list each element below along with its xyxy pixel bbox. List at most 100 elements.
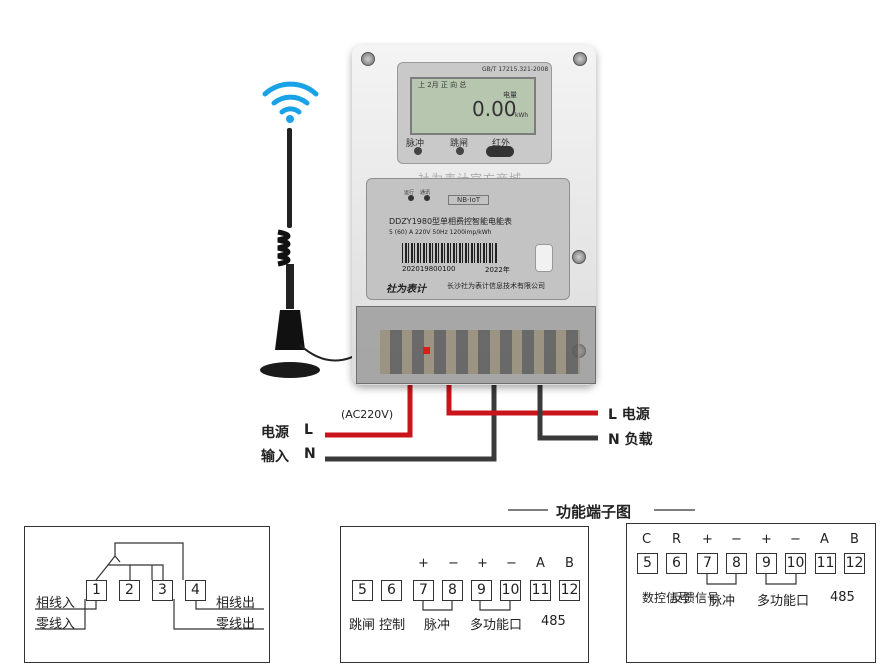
sign-plus-9: + [761, 532, 772, 547]
terminal-7: 7 [413, 580, 434, 601]
diagram3-lines [706, 574, 797, 585]
pulse-indicator-label: 脉冲 [406, 139, 425, 149]
power-label: 电源 [261, 425, 289, 441]
reset-button[interactable] [535, 244, 553, 272]
terminal-10: 10 [785, 553, 806, 574]
ir-indicator-label: 红外 [492, 139, 511, 149]
net-led-icon [424, 195, 430, 201]
letter-a: A [820, 532, 829, 547]
trip-led-icon [456, 147, 464, 155]
feedback-label: 反馈信号 [671, 591, 720, 605]
input-label: 输入 [261, 449, 289, 465]
terminal-3: 3 [152, 580, 173, 601]
lcd-value: 0.00 [472, 97, 517, 121]
brand-logo: 社为表计 [386, 284, 426, 295]
diagram-main-terminals [24, 526, 270, 663]
year-label: 2022年 [485, 266, 510, 274]
spec-line: 5 (60) A 220V 50Hz 1200imp/kWh [389, 229, 492, 236]
lcd-label: 电量 [503, 91, 517, 99]
diagram-cr-terminals [626, 523, 876, 663]
sign-plus-7: + [702, 532, 713, 547]
terminal-4: 4 [185, 580, 206, 601]
terminal-5: 5 [637, 553, 658, 574]
diagram-function-terminals [340, 526, 589, 663]
net-tag: 通讯 [420, 190, 431, 196]
sign-12: B [565, 556, 574, 571]
terminal-12: 12 [559, 580, 580, 601]
live-in-label: 相线入 [36, 596, 76, 611]
voltage-label: (AC220V) [341, 408, 394, 421]
letter-c: C [642, 532, 652, 547]
pulse-led-icon [414, 147, 422, 155]
sign-8: − [448, 556, 459, 571]
terminal-12: 12 [844, 553, 865, 574]
sign-11: A [536, 556, 545, 571]
l-power-out-label: L 电源 [608, 407, 650, 423]
terminal-6: 6 [381, 580, 402, 601]
pulse-label: 脉冲 [709, 594, 736, 609]
standard-label: GB/T 17215.321-2008 [482, 66, 549, 73]
sign-9: + [477, 556, 488, 571]
antenna-icon [260, 128, 363, 378]
screw-icon [361, 52, 375, 66]
n-letter: N [304, 446, 316, 462]
diagram2-lines [422, 600, 511, 611]
terminal-diagram-title: 功能端子图 [556, 503, 632, 521]
terminal-7: 7 [697, 553, 718, 574]
seal-icon [423, 347, 430, 354]
sign-7: + [418, 556, 429, 571]
terminal-9: 9 [756, 553, 777, 574]
lcd-unit: kWh [515, 112, 529, 119]
sign-10: − [506, 556, 517, 571]
sign-minus-10: − [790, 532, 801, 547]
letter-r: R [672, 532, 682, 547]
terminal-8: 8 [726, 553, 747, 574]
model-line: DDZY1980型单相费控智能电能表 [389, 217, 513, 226]
run-led-icon [408, 195, 414, 201]
neutral-out-label: 零线出 [216, 617, 256, 632]
terminal-2: 2 [119, 580, 140, 601]
n-output-wire [537, 378, 598, 441]
screw-icon [572, 250, 586, 264]
n-load-out-label: N 负载 [608, 432, 653, 448]
nameplate [366, 178, 570, 300]
pulse-label: 脉冲 [424, 618, 451, 633]
ir-port-icon [486, 146, 514, 157]
terminal-5: 5 [352, 580, 373, 601]
trip-indicator-label: 跳闸 [450, 139, 469, 149]
sign-minus-8: − [731, 532, 742, 547]
terminal-11: 11 [815, 553, 836, 574]
rs485-label: 485 [830, 590, 855, 605]
data-control-label: 数控信号 [642, 591, 691, 605]
terminal-6: 6 [666, 553, 687, 574]
screw-icon [573, 52, 587, 66]
letter-b: B [850, 532, 859, 547]
barcode-number: 202019800100 [402, 265, 456, 273]
lcd-top-text: 上 2月 正 向 总 [418, 81, 467, 89]
rs485-label: 485 [541, 614, 566, 629]
nbiot-tag: NB-IoT [448, 195, 490, 205]
diagram1-lines [35, 542, 264, 630]
l-input-wire [325, 378, 413, 438]
n-input-wire [325, 378, 497, 462]
trip-control-label: 跳闸 控制 [349, 618, 406, 633]
wifi-icon [262, 81, 319, 115]
terminal-8: 8 [442, 580, 463, 601]
live-out-label: 相线出 [216, 596, 256, 611]
barcode-icon [402, 243, 498, 263]
terminal-1: 1 [86, 580, 107, 601]
multifunction-label: 多功能口 [470, 618, 523, 633]
company-name: 长沙社为表计信息技术有限公司 [447, 282, 545, 290]
terminal-11: 11 [530, 580, 551, 601]
terminal-9: 9 [471, 580, 492, 601]
terminal-screws-icon [380, 330, 580, 374]
neutral-in-label: 零线入 [36, 617, 76, 632]
lcd-screen [410, 77, 536, 135]
l-letter: L [304, 422, 313, 438]
multifunction-label: 多功能口 [757, 594, 810, 609]
run-tag: 运行 [404, 190, 415, 196]
wifi-dot-icon [286, 115, 294, 123]
terminal-10: 10 [500, 580, 521, 601]
l-output-wire [446, 378, 598, 416]
